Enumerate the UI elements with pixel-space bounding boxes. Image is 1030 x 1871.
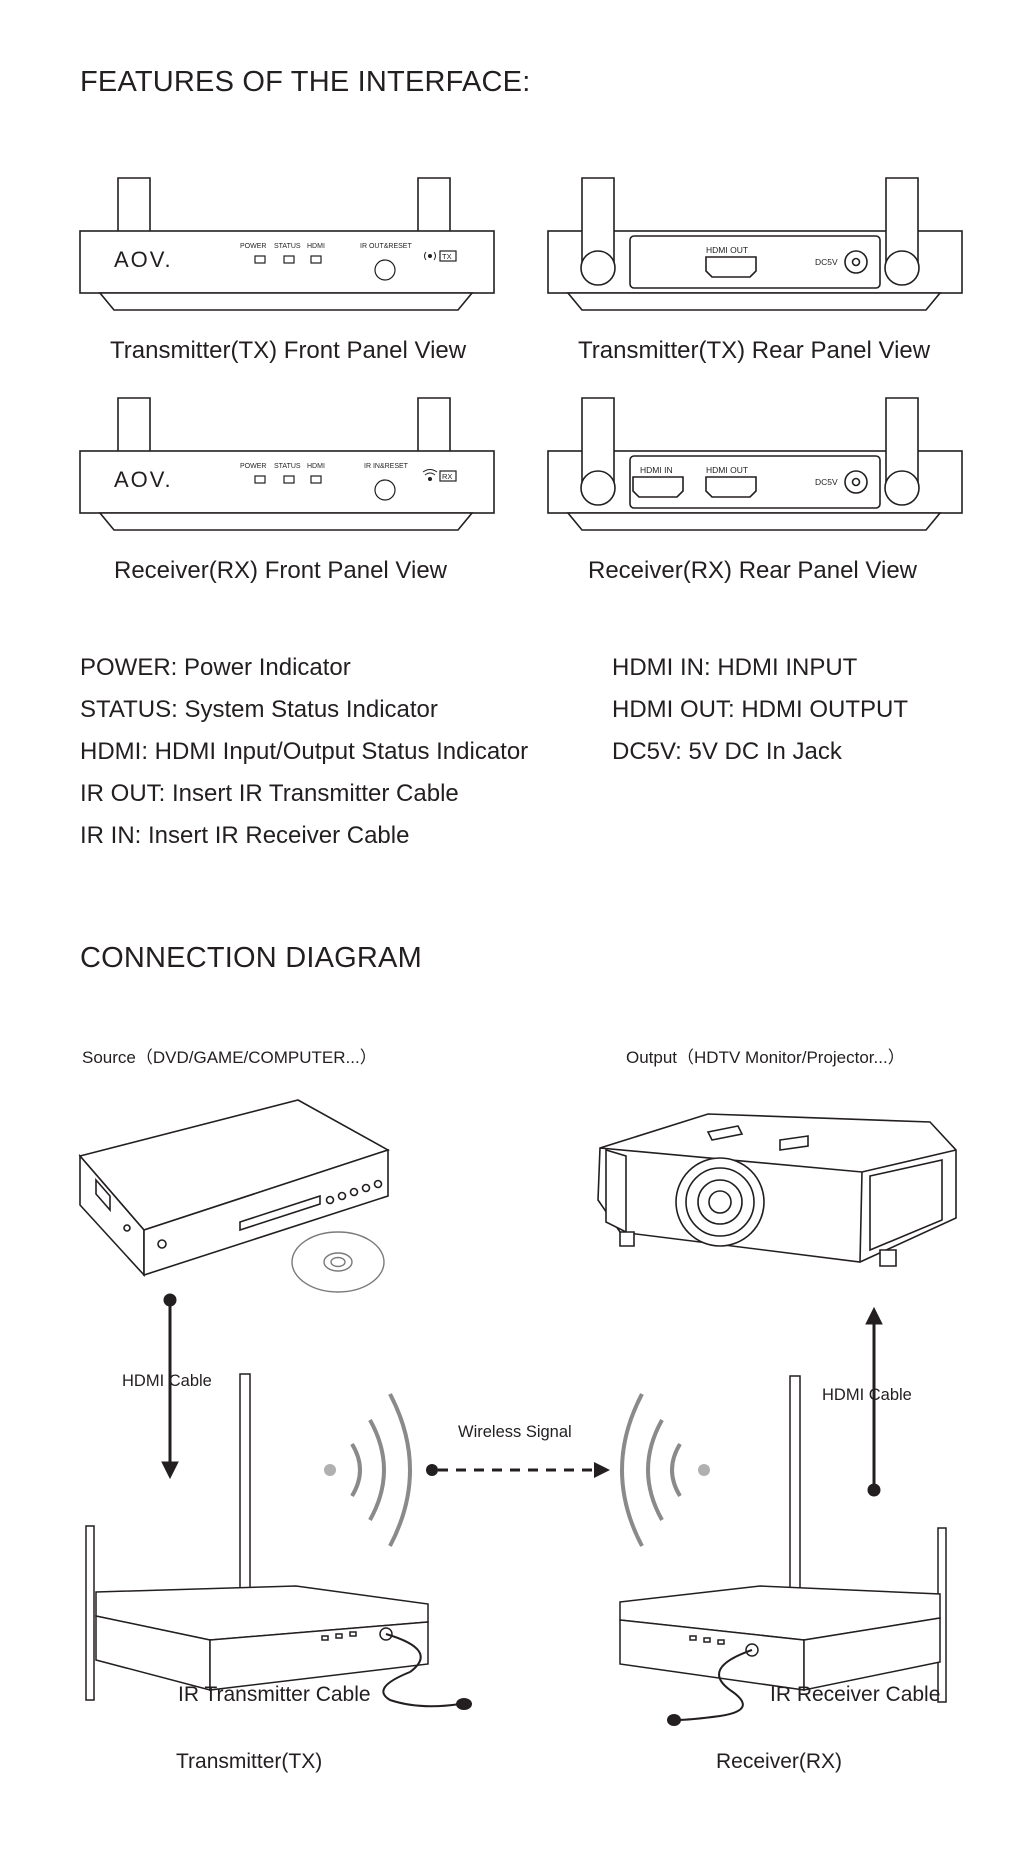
led-label: STATUS xyxy=(274,243,301,250)
port-label: HDMI OUT xyxy=(706,245,748,255)
device-logo: AOV. xyxy=(114,467,173,492)
status-led-icon xyxy=(283,255,295,264)
right-antenna xyxy=(417,397,451,455)
wireless-broadcast-icon xyxy=(424,251,436,261)
hdmi-out-port-icon xyxy=(705,256,757,278)
wireless-signal-label: Wireless Signal xyxy=(458,1423,572,1441)
hdmi-cable-left-arrow xyxy=(161,1293,179,1480)
source-label: Source（DVD/GAME/COMPUTER...） xyxy=(82,1048,377,1067)
left-antenna xyxy=(117,397,151,455)
legend-item: HDMI OUT: HDMI OUTPUT xyxy=(612,696,908,723)
right-antenna xyxy=(417,177,451,235)
led-label: POWER xyxy=(240,243,266,250)
port-label: HDMI IN xyxy=(640,465,673,475)
port-label: HDMI OUT xyxy=(706,465,748,475)
right-signal-dot xyxy=(698,1464,710,1476)
device-base xyxy=(566,292,942,311)
ir-tx-cable-line xyxy=(382,1633,461,1708)
legend-item: HDMI IN: HDMI INPUT xyxy=(612,654,858,681)
ir-rx-cable-label: IR Receiver Cable xyxy=(770,1683,941,1706)
device-base xyxy=(98,512,474,531)
device-base xyxy=(98,292,474,311)
right-signal-waves xyxy=(620,1393,682,1547)
port-label: IR IN&RESET xyxy=(364,463,409,470)
led-label: POWER xyxy=(240,463,266,470)
led-label: HDMI xyxy=(307,243,325,250)
connection-diagram xyxy=(78,1099,957,1726)
hdmi-out-port-icon xyxy=(705,476,757,498)
disc-icon xyxy=(291,1231,385,1293)
dvd-player-illustration xyxy=(78,1099,390,1278)
wireless-signal xyxy=(324,1393,710,1547)
features-heading: FEATURES OF THE INTERFACE: xyxy=(80,66,531,98)
projector-illustration xyxy=(597,1113,957,1267)
legend-item: HDMI: HDMI Input/Output Status Indicator xyxy=(80,738,529,765)
rx-router-illustration xyxy=(619,1375,947,1703)
rx-label: Receiver(RX) xyxy=(716,1750,843,1773)
rx-rear-panel-illustration: HDMI IN HDMI OUT DC5V xyxy=(547,397,963,531)
tx-rear-panel-illustration: HDMI OUT DC5V xyxy=(547,177,963,311)
legend-item: STATUS: System Status Indicator xyxy=(80,696,438,723)
hdmi-led-icon xyxy=(310,255,322,264)
power-label: DC5V xyxy=(815,477,838,487)
power-label: DC5V xyxy=(815,257,838,267)
tx-badge: TX xyxy=(442,252,452,261)
tx-front-panel-illustration: AOV. POWER STATUS HDMI IR OUT&RESET TX xyxy=(79,177,495,311)
tx-front-caption: Transmitter(TX) Front Panel View xyxy=(110,337,467,364)
tx-rear-caption: Transmitter(TX) Rear Panel View xyxy=(578,337,931,364)
ir-port-icon xyxy=(374,259,396,281)
tx-label: Transmitter(TX) xyxy=(176,1750,323,1773)
badge-box xyxy=(439,470,457,482)
power-led-icon xyxy=(254,255,266,264)
device-base xyxy=(566,512,942,531)
rx-front-caption: Receiver(RX) Front Panel View xyxy=(114,557,448,584)
ir-rx-cable-end xyxy=(667,1714,681,1726)
rx-rear-caption: Receiver(RX) Rear Panel View xyxy=(588,557,918,584)
legend-item: POWER: Power Indicator xyxy=(80,654,351,681)
right-antenna-base xyxy=(884,470,920,506)
left-antenna-base xyxy=(580,470,616,506)
left-signal-dot xyxy=(324,1464,336,1476)
ir-port-icon xyxy=(374,479,396,501)
status-led-icon xyxy=(283,475,295,484)
left-antenna xyxy=(117,177,151,235)
led-label: HDMI xyxy=(307,463,325,470)
rx-front-panel-illustration: AOV. POWER STATUS HDMI IR IN&RESET RX xyxy=(79,397,495,531)
tx-router-illustration xyxy=(85,1373,429,1701)
device-logo: AOV. xyxy=(114,247,173,272)
legend-item: IR OUT: Insert IR Transmitter Cable xyxy=(80,780,459,807)
wifi-icon xyxy=(422,469,438,481)
right-antenna-base xyxy=(884,250,920,286)
hdmi-cable-right-arrow xyxy=(865,1306,883,1497)
hdmi-cable-right-label: HDMI Cable xyxy=(822,1386,912,1404)
ir-rx-cable-line xyxy=(675,1649,753,1721)
left-antenna-base xyxy=(580,250,616,286)
ir-tx-cable-label: IR Transmitter Cable xyxy=(178,1683,371,1706)
ir-tx-cable-end xyxy=(456,1698,472,1710)
rx-badge: RX xyxy=(442,472,452,481)
output-label: Output（HDTV Monitor/Projector...） xyxy=(626,1048,905,1067)
hdmi-cable-left-label: HDMI Cable xyxy=(122,1372,212,1390)
hdmi-in-port-icon xyxy=(632,476,684,498)
led-label: STATUS xyxy=(274,463,301,470)
hdmi-led-icon xyxy=(310,475,322,484)
badge-box xyxy=(439,250,457,262)
port-label: IR OUT&RESET xyxy=(360,243,412,250)
connection-heading: CONNECTION DIAGRAM xyxy=(80,942,422,974)
left-signal-waves xyxy=(350,1393,412,1547)
power-led-icon xyxy=(254,475,266,484)
legend-item: IR IN: Insert IR Receiver Cable xyxy=(80,822,410,849)
legend-item: DC5V: 5V DC In Jack xyxy=(612,738,842,765)
